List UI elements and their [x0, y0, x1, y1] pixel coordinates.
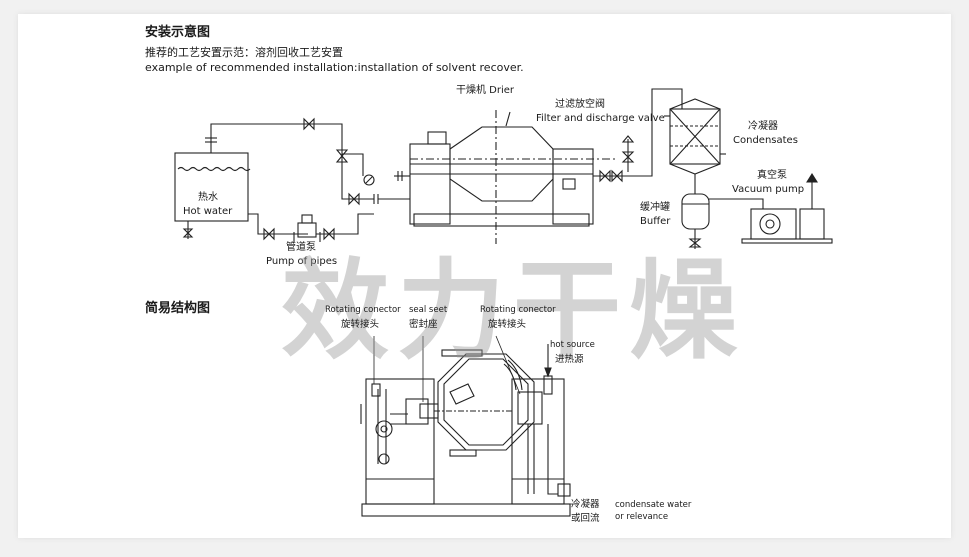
subtitle-cn: 推荐的工艺安置示范：溶剂回收工艺安置	[145, 46, 343, 59]
rotating-connector-2-cn: 旋转接头	[488, 319, 527, 330]
structure-frame	[360, 344, 571, 517]
double-cone-drier	[409, 110, 618, 244]
diagram-title: 安装示意图	[145, 25, 211, 40]
pump-of-pipes	[248, 213, 374, 242]
hot-water-pipe	[210, 117, 410, 206]
hot-source-cn: 进热源	[555, 354, 584, 365]
condenser-label-cn: 冷凝器	[748, 121, 778, 132]
process-diagram	[174, 88, 833, 517]
buffer-label-en: Buffer	[640, 216, 671, 227]
condensate-water-en-2: or relevance	[615, 512, 669, 522]
rotating-connector-1-en: Rotating conector	[325, 305, 401, 315]
structure-title: 简易结构图	[145, 301, 211, 316]
rotating-connector-2-en: Rotating conector	[480, 305, 556, 315]
condenser	[664, 98, 726, 194]
octagonal-drum	[419, 349, 535, 457]
seal-seat-cn: 密封座	[409, 319, 438, 330]
filter-label-cn: 过滤放空阀	[555, 99, 605, 110]
condenser-return-cn-1: 冷凝器	[571, 499, 600, 510]
hot-water-tank	[174, 132, 251, 239]
pump-label-en: Pump of pipes	[266, 256, 338, 267]
condenser-return-cn-2: 或回流	[571, 513, 600, 524]
buffer-tank	[681, 193, 764, 249]
content-card: 安装示意图 推荐的工艺安置示范：溶剂回收工艺安置 example of reco…	[18, 14, 951, 538]
filter-discharge-valve	[593, 88, 683, 183]
condensate-water-en-1: condensate water	[615, 500, 692, 510]
subtitle-en: example of recommended installation:inst…	[145, 61, 524, 74]
vacuum-label-cn: 真空泵	[757, 170, 787, 181]
condenser-label-en: Condensates	[733, 135, 798, 146]
hot-source-en: hot source	[550, 340, 595, 350]
rotating-connector-1-cn: 旋转接头	[341, 319, 380, 330]
drier-label: 干燥机 Drier	[456, 85, 515, 96]
hotwater-label-en: Hot water	[183, 206, 233, 217]
pump-label-cn: 管道泵	[286, 242, 316, 253]
seal-seat-en: seal seet	[409, 305, 448, 315]
vacuum-label-en: Vacuum pump	[732, 184, 805, 195]
vacuum-pump	[741, 172, 833, 244]
filter-label-en: Filter and discharge valve	[536, 113, 665, 124]
hotwater-label-cn: 热水	[198, 192, 218, 203]
watermark: 效力干燥	[281, 249, 746, 374]
buffer-label-cn: 缓冲罐	[640, 202, 670, 213]
leader-lines	[373, 335, 578, 505]
